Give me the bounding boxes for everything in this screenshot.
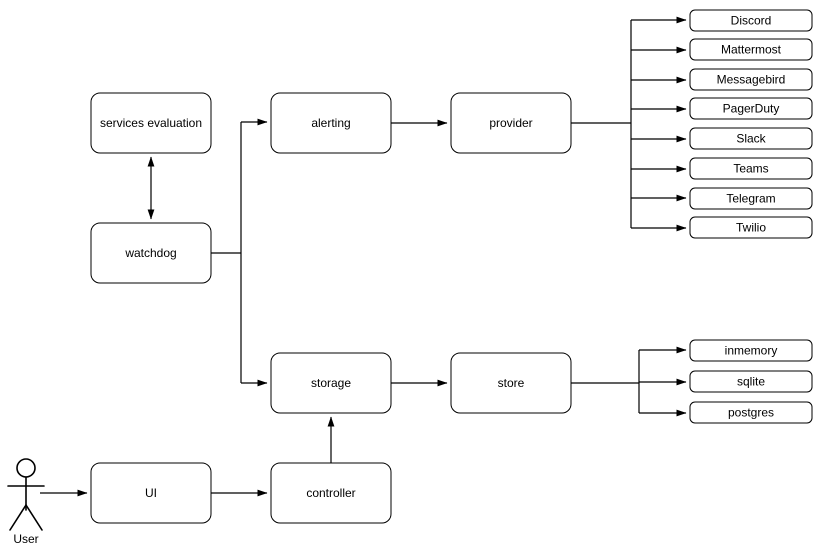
node-services-evaluation[interactable]: services evaluation (90, 92, 212, 154)
provider-target-discord-box[interactable] (689, 9, 813, 32)
node-ui-box[interactable] (90, 462, 212, 524)
provider-target-discord[interactable]: Discord (689, 9, 813, 32)
provider-target-pagerduty[interactable]: PagerDuty (689, 97, 813, 120)
provider-target-teams[interactable]: Teams (689, 157, 813, 180)
provider-target-teams-box[interactable] (689, 157, 813, 180)
edges-layer (40, 16, 687, 497)
provider-target-teams-label: Teams (733, 162, 768, 176)
provider-target-twilio-box[interactable] (689, 216, 813, 239)
node-ui-label: UI (145, 486, 157, 500)
provider-target-pagerduty-label: PagerDuty (723, 102, 780, 116)
provider-target-slack[interactable]: Slack (689, 127, 813, 150)
provider-target-telegram-box[interactable] (689, 187, 813, 210)
node-alerting[interactable]: alerting (270, 92, 392, 154)
node-alerting-box[interactable] (270, 92, 392, 154)
provider-target-mattermost-box[interactable] (689, 38, 813, 61)
provider-target-messagebird-box[interactable] (689, 68, 813, 91)
node-controller-box[interactable] (270, 462, 392, 524)
node-controller[interactable]: controller (270, 462, 392, 524)
provider-target-twilio-label: Twilio (736, 221, 766, 235)
actor-leg-right (25, 504, 43, 531)
store-target-inmemory[interactable]: inmemory (689, 339, 813, 362)
node-storage[interactable]: storage (270, 352, 392, 414)
node-watchdog-box[interactable] (90, 222, 212, 284)
provider-target-mattermost[interactable]: Mattermost (689, 38, 813, 61)
store-target-inmemory-box[interactable] (689, 339, 813, 362)
provider-target-messagebird[interactable]: Messagebird (689, 68, 813, 91)
node-provider-label: provider (489, 116, 532, 130)
node-ui[interactable]: UI (90, 462, 212, 524)
nodes-layer: services evaluation watchdog alerting pr… (90, 92, 572, 524)
store-target-sqlite[interactable]: sqlite (689, 370, 813, 393)
provider-targets-layer: Discord Mattermost Messagebird PagerDuty… (689, 9, 813, 239)
store-target-inmemory-label: inmemory (725, 344, 778, 358)
provider-target-slack-label: Slack (736, 132, 766, 146)
node-watchdog-label: watchdog (124, 246, 176, 260)
node-store-label: store (498, 376, 525, 390)
store-targets-layer: inmemory sqlite postgres (689, 339, 813, 424)
user-actor-label: User (13, 532, 38, 546)
provider-target-telegram[interactable]: Telegram (689, 187, 813, 210)
node-alerting-label: alerting (311, 116, 350, 130)
provider-target-messagebird-label: Messagebird (717, 73, 786, 87)
node-provider[interactable]: provider (450, 92, 572, 154)
provider-target-mattermost-label: Mattermost (721, 43, 782, 57)
node-services-evaluation-box[interactable] (90, 92, 212, 154)
provider-target-twilio[interactable]: Twilio (689, 216, 813, 239)
provider-target-discord-label: Discord (731, 14, 772, 28)
store-target-sqlite-box[interactable] (689, 370, 813, 393)
node-store-box[interactable] (450, 352, 572, 414)
node-storage-box[interactable] (270, 352, 392, 414)
actor-head-icon (16, 458, 36, 478)
user-actor[interactable]: User (7, 458, 45, 546)
actor-leg-left (9, 504, 27, 531)
node-store[interactable]: store (450, 352, 572, 414)
node-watchdog[interactable]: watchdog (90, 222, 212, 284)
provider-target-telegram-label: Telegram (726, 192, 775, 206)
node-controller-label: controller (306, 486, 355, 500)
store-target-postgres-label: postgres (728, 406, 774, 420)
node-services-evaluation-label: services evaluation (100, 116, 202, 130)
node-storage-label: storage (311, 376, 351, 390)
store-target-postgres[interactable]: postgres (689, 401, 813, 424)
node-provider-box[interactable] (450, 92, 572, 154)
provider-target-pagerduty-box[interactable] (689, 97, 813, 120)
store-target-postgres-box[interactable] (689, 401, 813, 424)
provider-target-slack-box[interactable] (689, 127, 813, 150)
store-target-sqlite-label: sqlite (737, 375, 765, 389)
